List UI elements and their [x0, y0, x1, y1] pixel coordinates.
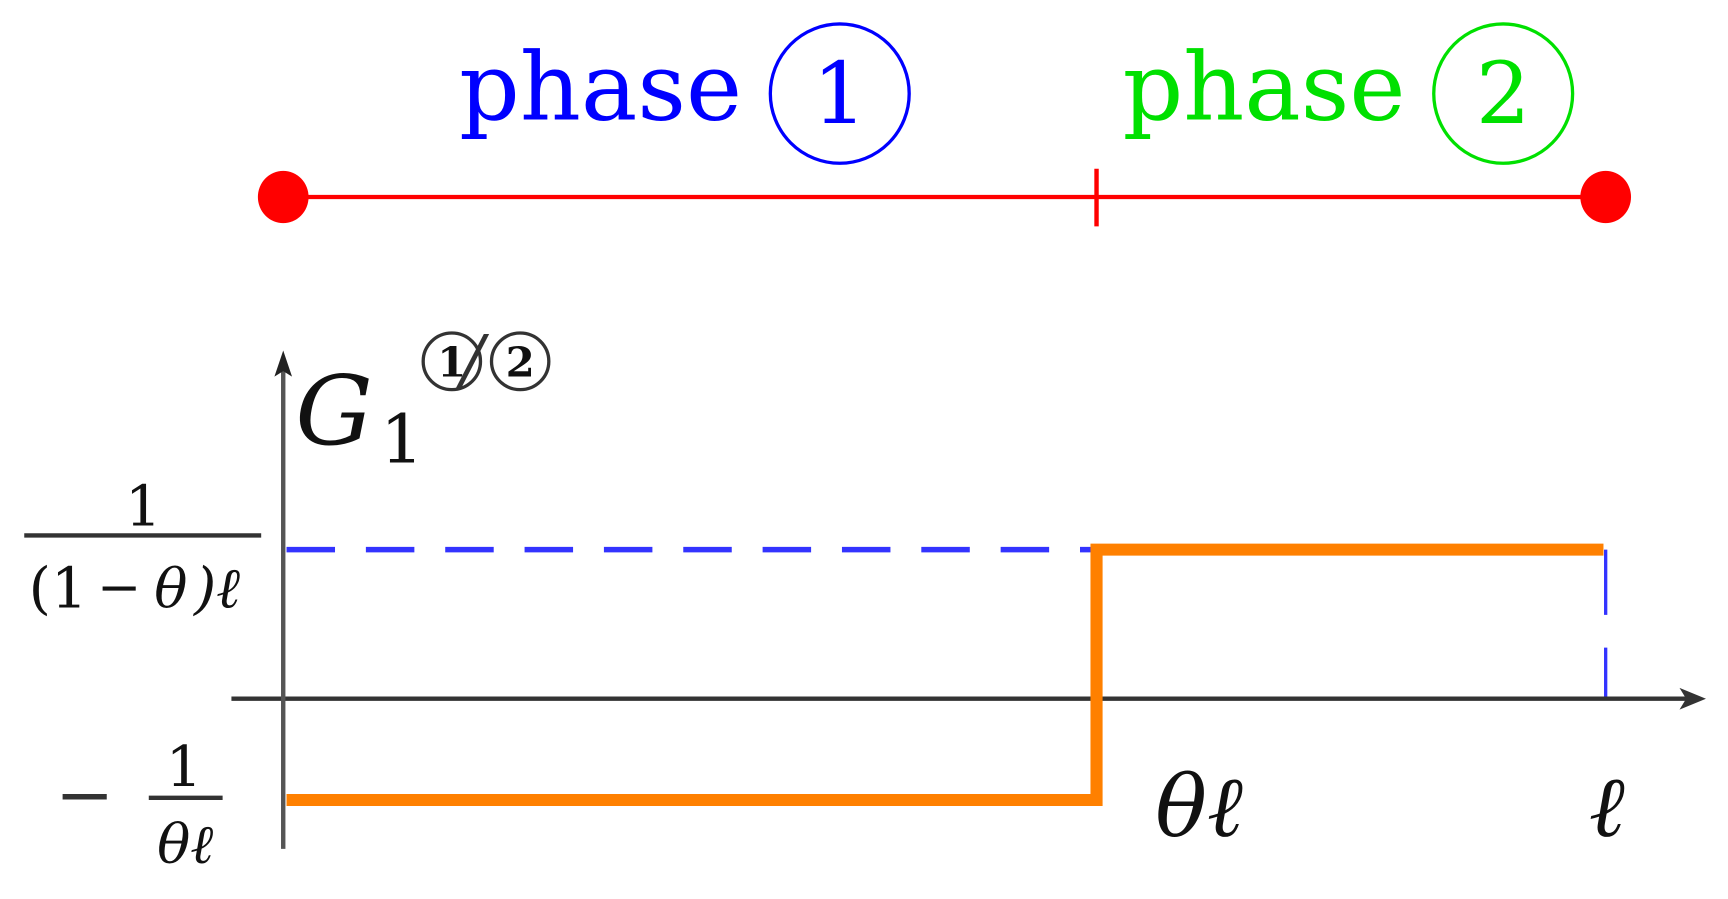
- phase2-word: phase: [1123, 34, 1406, 142]
- upper-level-tick-label: 1 (1 − θ )ℓ: [24, 474, 262, 622]
- x-axis-arrow-icon: [1679, 687, 1706, 710]
- ylabel-sup1: 1: [437, 338, 466, 387]
- upper-denominator-theta: θ: [154, 557, 187, 621]
- ylabel-sup1-circle-icon: [421, 331, 483, 392]
- phase2-circle-icon: [1432, 22, 1575, 165]
- ylabel-subscript: 1: [380, 401, 423, 480]
- phase-segment: [257, 168, 1632, 227]
- g1-function-line: [286, 543, 1604, 806]
- ylabel-sup2-circle-icon: [489, 331, 551, 392]
- lower-denominator: θℓ: [157, 812, 213, 876]
- phase1-word: phase: [459, 34, 742, 142]
- xtick-theta-ell: θℓ: [1155, 758, 1243, 856]
- y-axis-label: G 1 1 / 2: [295, 321, 551, 480]
- lower-level-tick-label: − 1 θℓ: [55, 734, 223, 876]
- plot-area: G 1 1 / 2 1 (1 − θ )ℓ − 1 θℓ θℓ ℓ: [24, 321, 1706, 876]
- right-endpoint-dot: [1580, 170, 1632, 224]
- upper-denominator-open: (1: [29, 556, 88, 622]
- phase2-number: 2: [1476, 45, 1531, 143]
- upper-denominator-close: )ℓ: [193, 556, 241, 622]
- ylabel-sup2: 2: [506, 338, 535, 387]
- upper-denominator-minus: −: [97, 557, 141, 618]
- lower-numerator: 1: [166, 734, 202, 800]
- left-endpoint-dot: [257, 170, 309, 224]
- xtick-ell: ℓ: [1589, 758, 1625, 856]
- ylabel-G: G: [295, 356, 372, 467]
- y-axis-arrow-icon: [274, 350, 293, 377]
- phase1-label: phase 1: [459, 22, 911, 165]
- phase2-label: phase 2: [1123, 22, 1575, 165]
- phase1-circle-icon: [768, 22, 911, 165]
- lower-minus-sign: −: [55, 754, 114, 835]
- phase1-number: 1: [812, 45, 867, 143]
- ylabel-separator: /: [455, 321, 490, 400]
- upper-numerator: 1: [125, 474, 161, 540]
